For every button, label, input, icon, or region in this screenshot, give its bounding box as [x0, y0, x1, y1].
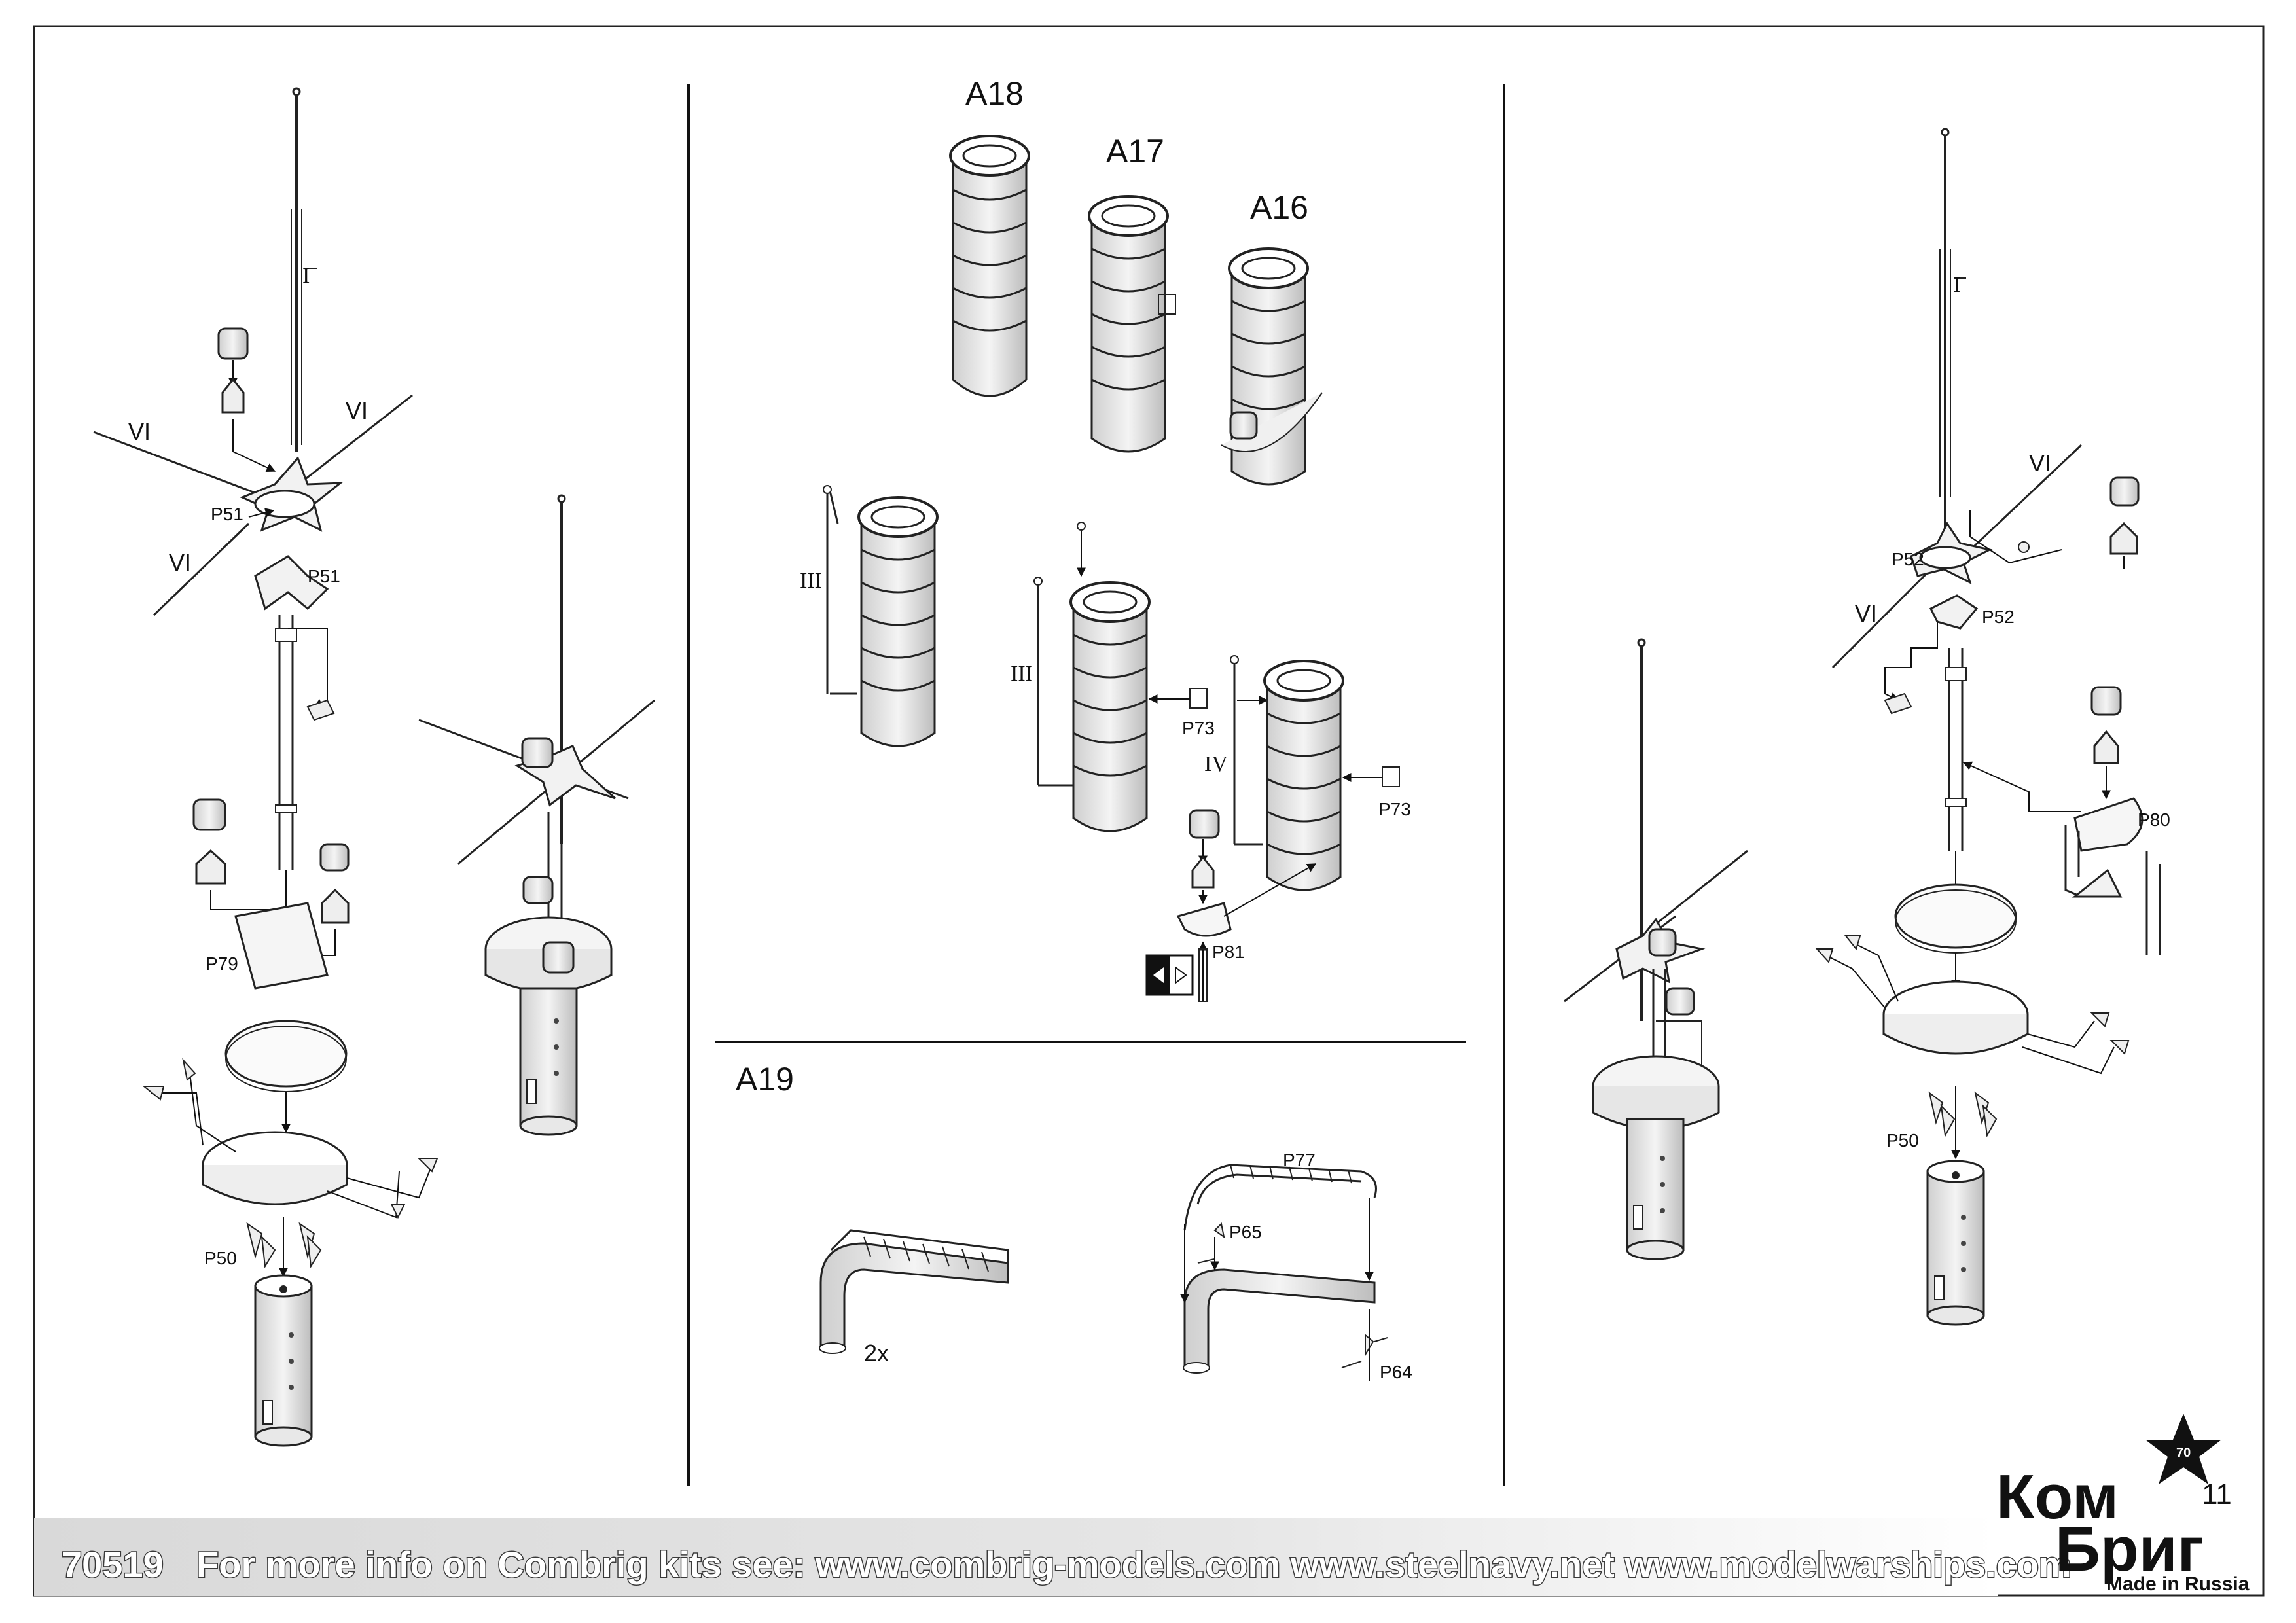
- funnel-a18-label: A18: [965, 75, 1024, 112]
- right-mast-assembly: I VI VI P52 P52 P80: [1815, 128, 2170, 1326]
- left-yard-label-right: VI: [346, 397, 368, 424]
- bracket-label-1: P73: [1182, 718, 1215, 738]
- funnel-a16-label: A16: [1250, 189, 1308, 226]
- left-deck-label: P79: [206, 954, 238, 974]
- right-deck-label: P80: [2138, 810, 2170, 830]
- footer-info: For more info on Combrig kits see: www.c…: [196, 1544, 2072, 1585]
- right-brace-label: P52: [1982, 607, 2015, 627]
- crane-qty-label: 2x: [864, 1340, 889, 1366]
- funnel-a18: [949, 135, 1030, 397]
- pipe-label-1: III: [800, 569, 822, 593]
- left-mast-label: I: [302, 264, 310, 288]
- section-a19-label: A19: [736, 1061, 794, 1097]
- kit-number: 70519: [62, 1544, 164, 1585]
- bracket-label-2: P73: [1378, 799, 1411, 819]
- star-icon: [2145, 1414, 2221, 1484]
- left-brace-label: P51: [308, 566, 340, 586]
- left-yard-label-lower: VI: [169, 549, 191, 576]
- combrig-logo: 70 Ком Бриг Made in Russia: [1996, 1414, 2250, 1595]
- crane-davit-with-ladder: P77 P65 P64: [1180, 1150, 1412, 1382]
- footer-band: [34, 1518, 1998, 1596]
- pipe-label-2: III: [1011, 662, 1033, 686]
- funnel-a16: [1221, 247, 1323, 486]
- made-in-label: Made in Russia: [2106, 1573, 2250, 1595]
- pin-label-p64: P64: [1380, 1362, 1412, 1382]
- right-mast-label: I: [1953, 273, 1960, 297]
- funnel-with-pipe-3: IV P73: [1204, 655, 1411, 891]
- right-base-label: P50: [1886, 1130, 1919, 1150]
- logo-top: Ком: [1996, 1462, 2119, 1532]
- funnel-a17-label: A17: [1106, 133, 1164, 169]
- left-assembled-view: [418, 494, 655, 1136]
- funnel-a17: [1088, 195, 1176, 453]
- left-yard-label-left: VI: [128, 418, 151, 445]
- funnel-with-pipe-2: III P73: [1011, 522, 1215, 832]
- logo-badge: 70: [2176, 1446, 2191, 1460]
- left-mast-assembly: I VI VI VI P51 P51: [93, 87, 439, 1447]
- left-base-label: P50: [204, 1248, 237, 1268]
- logo-bottom: Бриг: [2055, 1514, 2204, 1584]
- left-platform-label: P51: [211, 504, 243, 524]
- page-number: 11: [2202, 1478, 2232, 1510]
- deck-label-p81: P81: [1212, 942, 1245, 962]
- ladder-label: P77: [1283, 1150, 1316, 1170]
- funnel-with-pipe-1: III: [800, 485, 939, 747]
- right-yard-label-upper: VI: [2029, 450, 2051, 476]
- pin-label-p65: P65: [1229, 1222, 1262, 1242]
- right-assembled-view: [1564, 638, 1748, 1260]
- right-yard-label-lower: VI: [1855, 600, 1877, 627]
- deck-p81-assembly: P81: [1145, 809, 1317, 1002]
- right-platform-label: P52: [1892, 549, 1924, 569]
- pipe-label-3: IV: [1204, 752, 1228, 776]
- crane-davit-single: 2x: [819, 1229, 1009, 1366]
